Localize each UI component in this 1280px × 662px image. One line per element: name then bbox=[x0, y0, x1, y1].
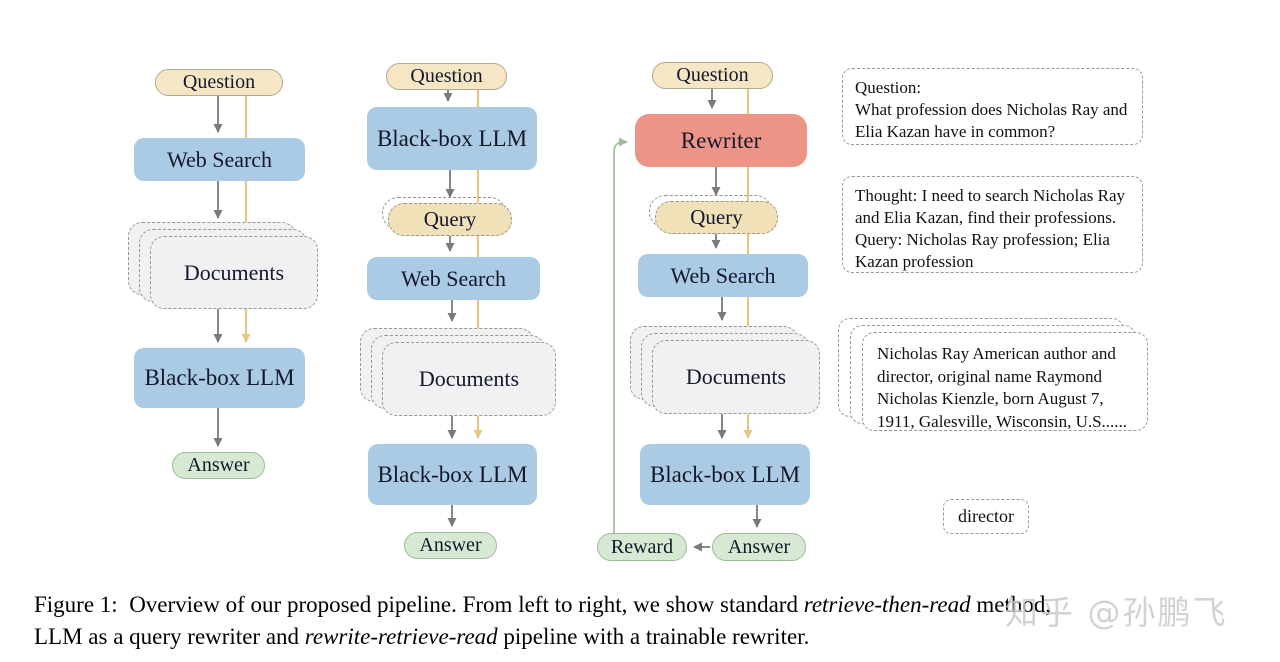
caption-italic-retrieve-then-read: retrieve-then-read bbox=[803, 592, 971, 617]
p3-documents-node: Documents bbox=[652, 340, 820, 414]
p1-documents-node: Documents bbox=[150, 236, 318, 309]
p2-question-node: Question bbox=[386, 63, 507, 90]
example-documents-stack: Nicholas Ray American author and directo… bbox=[838, 318, 1148, 431]
p3-documents-stack: Documents bbox=[630, 326, 820, 414]
p2-documents-stack: Documents bbox=[360, 328, 556, 416]
example-thought-query-box: Thought: I need to search Nicholas Ray a… bbox=[842, 176, 1143, 273]
caption-text: Figure 1: Overview of our proposed pipel… bbox=[34, 592, 804, 617]
example-documents-box: Nicholas Ray American author and directo… bbox=[862, 332, 1148, 431]
p1-question-node: Question bbox=[155, 69, 283, 96]
p1-web-search-node: Web Search bbox=[134, 138, 305, 181]
caption-text: pipeline with a trainable rewriter. bbox=[497, 624, 810, 649]
caption-text: LLM as a query rewriter and bbox=[34, 624, 305, 649]
p3-question-node: Question bbox=[652, 62, 773, 89]
p3-answer-node: Answer bbox=[712, 533, 806, 561]
p2-documents-node: Documents bbox=[382, 342, 556, 416]
caption-line-1: Figure 1: Overview of our proposed pipel… bbox=[34, 589, 1051, 621]
caption-line-2: LLM as a query rewriter and rewrite-retr… bbox=[34, 621, 1051, 653]
figure-caption: Figure 1: Overview of our proposed pipel… bbox=[34, 589, 1051, 653]
p1-answer-node: Answer bbox=[172, 452, 265, 479]
p3-web-search-node: Web Search bbox=[638, 254, 808, 297]
p2-llm-top-node: Black-box LLM bbox=[367, 107, 537, 170]
p2-llm-bottom-node: Black-box LLM bbox=[368, 444, 537, 505]
p3-rewriter-node: Rewriter bbox=[635, 114, 807, 167]
p3-reward-node: Reward bbox=[597, 533, 687, 561]
p3-llm-node: Black-box LLM bbox=[640, 444, 810, 505]
p2-answer-node: Answer bbox=[404, 532, 497, 559]
p1-documents-stack: Documents bbox=[128, 222, 318, 309]
p2-query-node: Query bbox=[388, 203, 512, 236]
p2-web-search-node: Web Search bbox=[367, 257, 540, 300]
caption-italic-rewrite-retrieve-read: rewrite-retrieve-read bbox=[304, 624, 498, 649]
p3-query-node: Query bbox=[655, 201, 778, 234]
example-answer-box: director bbox=[943, 499, 1029, 534]
example-question-box: Question: What profession does Nicholas … bbox=[842, 68, 1143, 145]
p1-llm-node: Black-box LLM bbox=[134, 348, 305, 408]
zhihu-watermark: 知乎 @孙鹏飞 bbox=[1005, 593, 1228, 632]
caption-text: method, bbox=[970, 592, 1052, 617]
